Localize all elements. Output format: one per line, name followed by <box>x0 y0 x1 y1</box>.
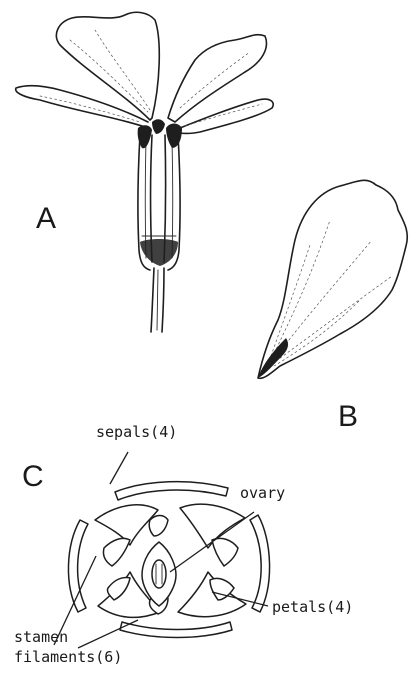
panel-label-b: B <box>338 400 358 433</box>
stamen-filament-1 <box>103 538 130 566</box>
petal-upper-right <box>168 35 266 122</box>
label-sepals: sepals(4) <box>96 423 177 441</box>
label-petals: petals(4) <box>272 598 353 616</box>
petal-lower-left <box>16 86 148 128</box>
flower-stalk <box>151 268 154 332</box>
single-petal <box>258 180 407 378</box>
stamen-filament-2 <box>212 538 238 566</box>
petal-upper-left <box>56 12 159 120</box>
panel-label-a: A <box>36 202 56 235</box>
stamen-filament-5 <box>149 516 168 537</box>
sepal-right <box>250 515 270 612</box>
panel-label-c: C <box>22 460 44 493</box>
petal-lower-right <box>175 99 273 133</box>
sepal-top <box>115 482 228 500</box>
sepal-bottom <box>120 622 232 638</box>
floral-diagram <box>68 482 269 638</box>
leader-stamen-2 <box>78 620 138 648</box>
label-stamen-line1: stamen <box>14 628 68 646</box>
leader-sepals <box>110 452 128 484</box>
sepal-left <box>68 520 88 612</box>
label-ovary: ovary <box>240 484 285 502</box>
label-stamen-line2: filaments(6) <box>14 648 122 666</box>
ovary-inner <box>152 560 166 588</box>
flower-side-view <box>16 12 274 332</box>
